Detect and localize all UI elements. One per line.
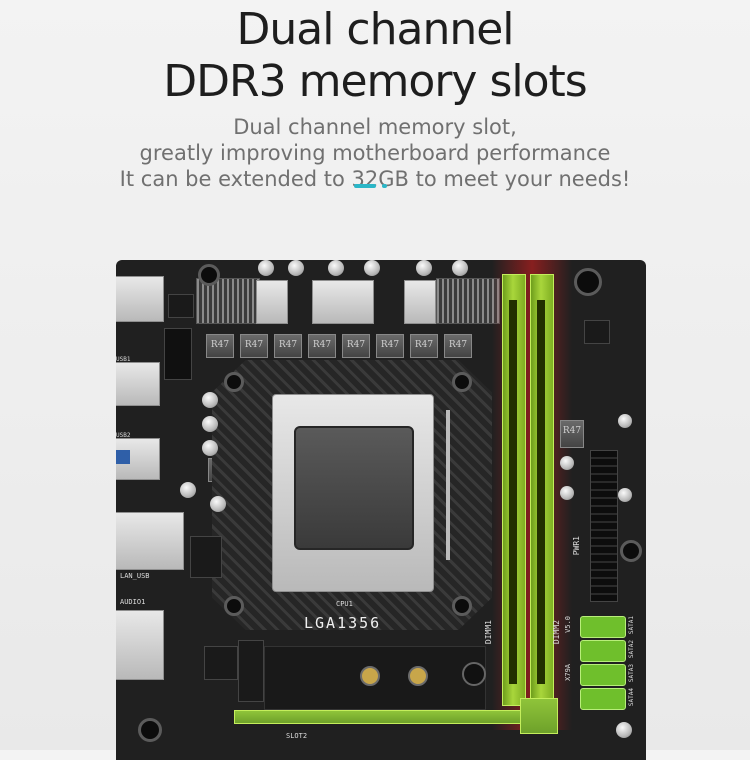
choke: R47 [560, 420, 584, 448]
cpu-label: CPU1 [336, 600, 353, 608]
audio-jack-block [116, 610, 164, 680]
capacitor [288, 260, 304, 276]
title-line-2: DDR3 memory slots [163, 56, 587, 107]
lan-usb-label: LAN_USB [120, 572, 150, 580]
chip-small [168, 294, 194, 318]
usb2-label: USB2 [116, 432, 131, 439]
choke: R47 [342, 334, 370, 358]
subtitle-line-3: It can be extended to 32GB to meet your … [119, 167, 631, 191]
chip-bios [238, 640, 264, 702]
mounting-hole [620, 540, 642, 562]
capacitor [202, 416, 218, 432]
mounting-hole [452, 596, 472, 616]
capacitor [202, 440, 218, 456]
pcie-slot[interactable] [234, 710, 556, 724]
choke: R47 [444, 334, 472, 358]
usb3-insert [116, 450, 130, 464]
capacitor [210, 496, 226, 512]
mounting-hole [224, 372, 244, 392]
atx-power-connector [590, 450, 618, 602]
capacitor [180, 482, 196, 498]
ps2-port [116, 276, 164, 322]
sata-port-4[interactable] [580, 688, 626, 710]
sata-label-2: SATA2 [628, 640, 635, 659]
mounting-hole [198, 264, 220, 286]
model-label: X79A [564, 664, 572, 681]
sata-label-3: SATA3 [628, 664, 635, 683]
dimm2-channel [537, 300, 545, 684]
chip-lan [190, 536, 222, 578]
version-label: V5.0 [564, 616, 572, 633]
pcie-latch [520, 698, 558, 734]
cpu-socket-cover [294, 426, 414, 550]
pwr-label: PWR1 [572, 536, 581, 556]
mounting-hole [138, 718, 162, 742]
socket-lever [446, 410, 450, 560]
capacitor [618, 414, 632, 428]
sata-label-1: SATA1 [628, 616, 635, 635]
motherboard-image: USB1 USB2 LAN_USB AUDIO1 R47 R47 R47 R47… [116, 260, 646, 760]
capacitor [560, 486, 574, 500]
accent-bar [354, 184, 376, 188]
chip-small [584, 320, 610, 344]
m2-standoff [408, 666, 428, 686]
dimm2-label: DIMM2 [552, 620, 561, 645]
subtitle-line-1: Dual channel memory slot, [233, 115, 517, 139]
lan-usb-port [116, 512, 184, 570]
usb-port-1 [116, 362, 160, 406]
audio-label: AUDIO1 [120, 598, 146, 606]
accent-dot [382, 184, 387, 188]
sata-label-4: SATA4 [628, 688, 635, 707]
slot-label: SLOT2 [286, 732, 308, 740]
mounting-hole [452, 372, 472, 392]
choke: R47 [274, 334, 302, 358]
mosfet-1 [256, 280, 288, 324]
dimm1-channel [509, 300, 517, 684]
choke: R47 [410, 334, 438, 358]
vrm-heatsink-right [436, 278, 500, 324]
mosfet-2 [312, 280, 374, 324]
capacitor [416, 260, 432, 276]
m2-standoff [360, 666, 380, 686]
eps-power-connector [164, 328, 192, 380]
capacitor [618, 488, 632, 502]
capacitor [258, 260, 274, 276]
capacitor [364, 260, 380, 276]
sata-port-3[interactable] [580, 664, 626, 686]
sata-port-1[interactable] [580, 616, 626, 638]
capacitor [452, 260, 468, 276]
capacitor [328, 260, 344, 276]
choke: R47 [308, 334, 336, 358]
capacitor [560, 456, 574, 470]
dimm1-label: DIMM1 [484, 620, 493, 645]
accent-divider [354, 184, 390, 188]
capacitor [202, 392, 218, 408]
choke: R47 [240, 334, 268, 358]
usb1-label: USB1 [116, 356, 131, 363]
mounting-hole [224, 596, 244, 616]
mosfet-3 [404, 280, 436, 324]
title-line-1: Dual channel [236, 4, 514, 55]
header: Dual channel DDR3 memory slots Dual chan… [0, 0, 750, 192]
buzzer [462, 662, 486, 686]
choke: R47 [376, 334, 404, 358]
capacitor [616, 722, 632, 738]
mounting-hole [574, 268, 602, 296]
socket-label: LGA1356 [304, 614, 382, 632]
sata-port-2[interactable] [580, 640, 626, 662]
subtitle-line-2: greatly improving motherboard performanc… [139, 141, 611, 165]
chip-audio [204, 646, 238, 680]
choke: R47 [206, 334, 234, 358]
